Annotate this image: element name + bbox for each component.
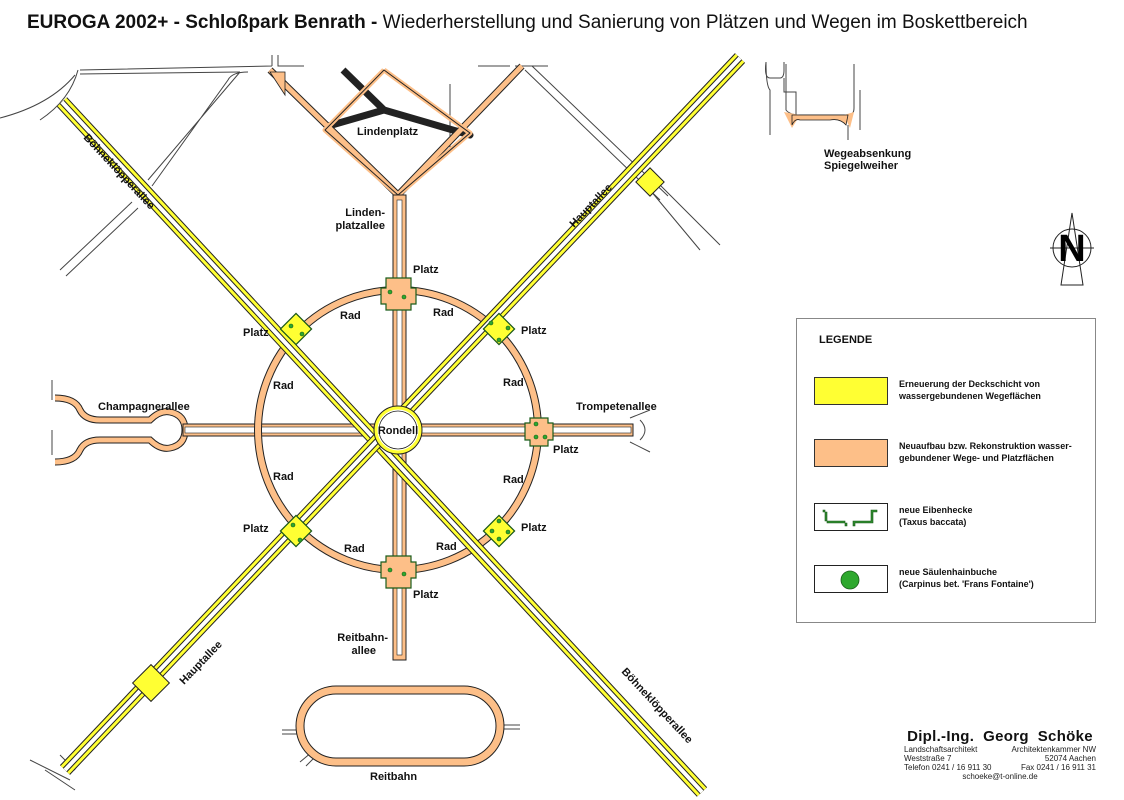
page-title: EUROGA 2002+ - Schloßpark Benrath - Wied… (27, 12, 1028, 34)
label-rad-7: Rad (344, 543, 365, 555)
author-role: Landschaftsarchitekt (904, 745, 978, 754)
label-trompetenallee: Trompetenallee (576, 401, 657, 413)
label-rad-5: Rad (273, 471, 294, 483)
label-lindenplatz: Lindenplatz (357, 126, 419, 138)
author-street: Weststraße 7 (904, 754, 952, 763)
author-email: schoeke@t-online.de (962, 772, 1038, 781)
orange-swatch-icon (814, 439, 888, 467)
label-reitbahnallee-1: Reitbahn- (337, 632, 388, 644)
label-rad-6: Rad (503, 474, 524, 486)
author-fax: Fax 0241 / 16 911 31 (1020, 763, 1096, 772)
author-chamber: Architektenkammer NW (1011, 745, 1096, 754)
label-platz-se: Platz (521, 522, 547, 534)
reitbahn-track (295, 685, 505, 767)
label-platz-nw: Platz (243, 327, 269, 339)
label-rad-8: Rad (436, 541, 457, 553)
trees (288, 289, 548, 577)
legend-item-tree: neue Säulenhainbuche (Carpinus bet. 'Fra… (814, 565, 1094, 597)
label-wegeabsenkung: Wegeabsenkung (824, 148, 911, 160)
label-platz-ne: Platz (521, 325, 547, 337)
author-name: Dipl.-Ing. Georg Schöke (907, 728, 1093, 745)
tree-icon (814, 565, 888, 593)
north-arrow-icon: N (1050, 212, 1094, 286)
label-lindenplatzallee-2: platzallee (335, 220, 385, 232)
north-label: N (1058, 228, 1085, 270)
legend-item-hedge: neue Eibenhecke (Taxus baccata) (814, 503, 1094, 535)
legend-item-yellow: Erneuerung der Deckschicht von wassergeb… (814, 377, 1094, 409)
legend-text-3a: neue Eibenhecke (899, 505, 973, 515)
legend-title: LEGENDE (819, 334, 873, 346)
legend-text-1a: Erneuerung der Deckschicht von (899, 379, 1041, 389)
label-platz-n: Platz (413, 264, 439, 276)
legend-text-1b: wassergebundenen Wegeflächen (899, 391, 1041, 401)
label-rad-2: Rad (433, 307, 454, 319)
title-regular: Wiederherstellung und Sanierung von Plät… (382, 12, 1028, 33)
existing-paths (0, 55, 861, 791)
legend-text-2b: gebundener Wege- und Platzflächen (899, 453, 1054, 463)
label-platz-e: Platz (553, 444, 579, 456)
legend-text-3b: (Taxus baccata) (899, 517, 967, 527)
legend-text-4b: (Carpinus bet. 'Frans Fontaine') (899, 579, 1034, 589)
yellow-swatch-icon (814, 377, 888, 405)
label-rad-3: Rad (503, 377, 524, 389)
legend-text-2a: Neuaufbau bzw. Rekonstruktion wasser- (899, 441, 1072, 451)
label-platz-s: Platz (413, 589, 439, 601)
legend-text-4a: neue Säulenhainbuche (899, 567, 998, 577)
label-platz-sw: Platz (243, 523, 269, 535)
title-bold: EUROGA 2002+ - Schloßpark Benrath - (27, 12, 378, 33)
label-reitbahn: Reitbahn (370, 771, 417, 783)
label-boehnekloepperallee-nw: Böhneklöpperallee (81, 132, 157, 212)
map-labels: Lindenplatz Linden- platzallee Böhneklöp… (81, 126, 911, 783)
hedge-icon (814, 503, 888, 531)
legend: LEGENDE Erneuerung der Deckschicht von w… (796, 318, 1096, 623)
author-block: Dipl.-Ing. Georg Schöke Landschaftsarchi… (900, 728, 1100, 781)
label-reitbahnallee-2: allee (352, 645, 376, 657)
author-phone: Telefon 0241 / 16 911 30 (904, 763, 992, 772)
legend-item-orange: Neuaufbau bzw. Rekonstruktion wasser- ge… (814, 439, 1094, 471)
author-city: 52074 Aachen (1044, 754, 1096, 763)
label-champagnerallee: Champagnerallee (98, 401, 190, 413)
label-rondell: Rondell (378, 425, 418, 437)
label-lindenplatzallee-1: Linden- (345, 207, 385, 219)
label-rad-1: Rad (340, 310, 361, 322)
label-rad-4: Rad (273, 380, 294, 392)
label-spiegelweiher: Spiegelweiher (824, 160, 899, 172)
